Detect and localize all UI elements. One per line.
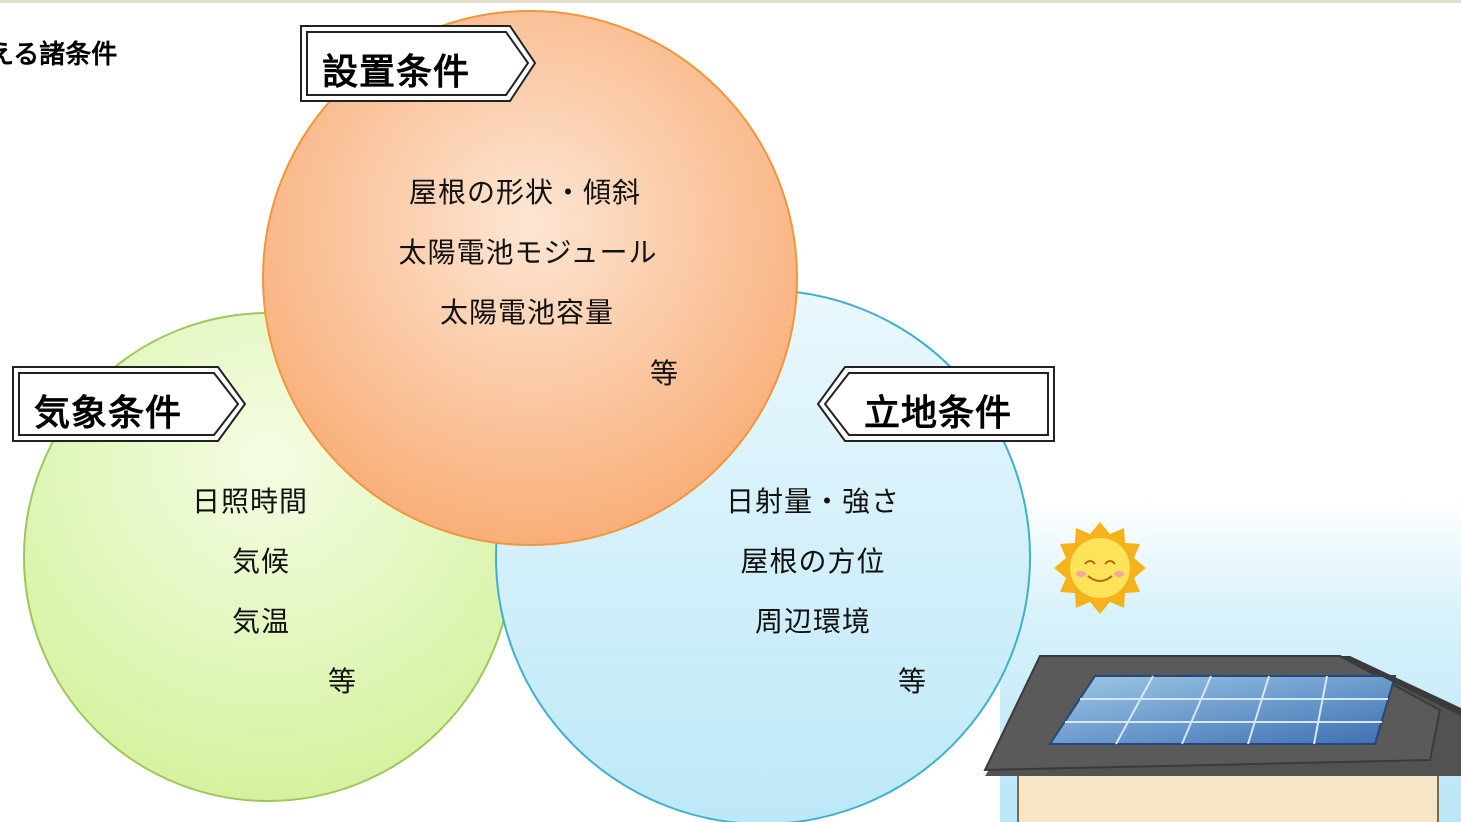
installation-item: 屋根の形状・傾斜 (408, 176, 642, 209)
weather-item: 気候 (231, 545, 291, 578)
installation-circle (262, 10, 798, 546)
solar-panel-array (1048, 675, 1397, 745)
weather-item: 気温 (231, 605, 291, 638)
location-item: 屋根の方位 (740, 545, 886, 578)
top-border (0, 0, 1461, 3)
installation-label: 設置条件 (322, 52, 471, 93)
installation-item: 太陽電池容量 (439, 296, 615, 329)
house-illustration (983, 655, 1461, 822)
installation-label-box (300, 25, 537, 102)
installation-etc: 等 (649, 357, 679, 390)
location-item: 周辺環境 (754, 605, 872, 638)
location-label-box (816, 366, 1055, 442)
location-etc: 等 (897, 665, 927, 698)
location-label: 立地条件 (864, 393, 1013, 434)
weather-item: 日照時間 (191, 485, 309, 518)
weather-etc: 等 (327, 665, 357, 698)
page-title: える諸条件 (0, 40, 118, 70)
installation-item: 太陽電池モジュール (398, 236, 658, 269)
location-item: 日射量・強さ (725, 485, 901, 518)
sun-illustration (1054, 522, 1146, 614)
weather-label-box (12, 366, 247, 442)
weather-label: 気象条件 (34, 393, 183, 434)
